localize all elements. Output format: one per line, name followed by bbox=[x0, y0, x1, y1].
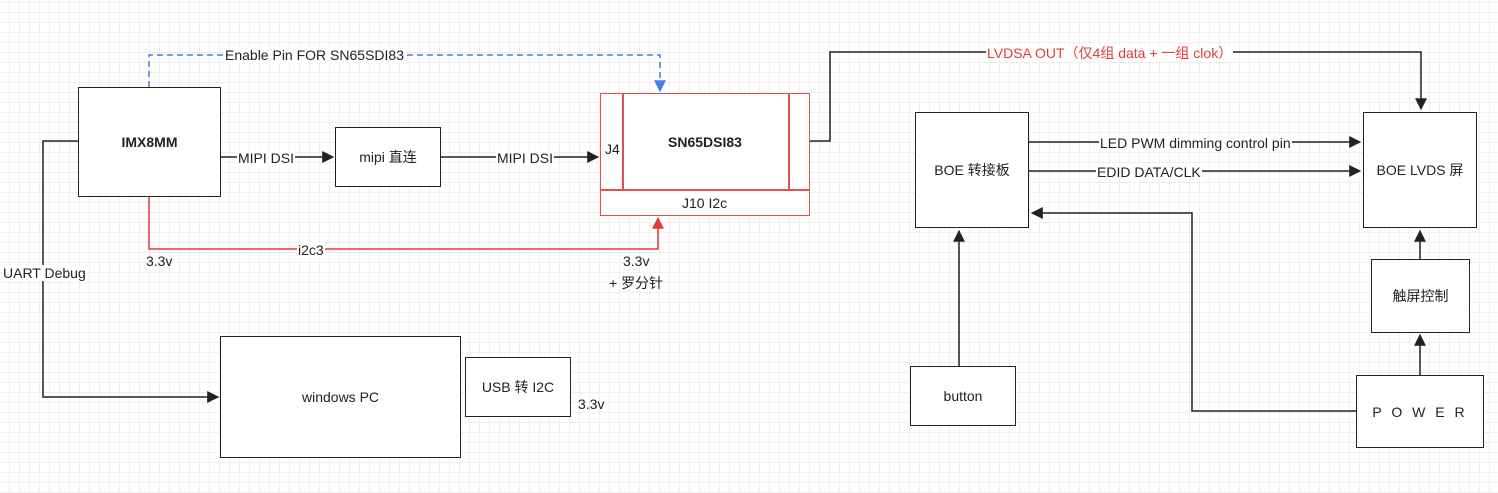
mipi-direct-box: mipi 直连 bbox=[335, 127, 441, 187]
power-box: P O W E R bbox=[1356, 375, 1484, 448]
touch-ctrl-label: 触屏控制 bbox=[1392, 288, 1449, 304]
mipi-dsi-label-2: MIPI DSI bbox=[496, 150, 555, 166]
usb-i2c-label: USB 转 I2C bbox=[481, 379, 555, 395]
uart-debug-label: UART Debug bbox=[2, 265, 87, 281]
j10-label: J10 I2c bbox=[682, 195, 728, 211]
j4-label: J4 bbox=[605, 141, 620, 157]
sn65dsi83-box: SN65DSI83 bbox=[600, 93, 810, 216]
lvdsa-out-label: LVDSA OUT（仅4组 data + 一组 clok） bbox=[986, 45, 1234, 61]
boe-adapter-box: BOE 转接板 bbox=[915, 112, 1029, 228]
button-label: button bbox=[943, 388, 983, 404]
windows-pc-label: windows PC bbox=[301, 389, 380, 405]
imx8mm-box: IMX8MM bbox=[78, 87, 221, 197]
v33-right-label: 3.3v bbox=[623, 253, 650, 269]
sn65-right-divider bbox=[788, 93, 790, 190]
usb-i2c-box: USB 转 I2C bbox=[465, 357, 571, 417]
mipi-direct-label: mipi 直连 bbox=[359, 149, 417, 165]
boe-adapter-label: BOE 转接板 bbox=[934, 162, 1010, 178]
sn65dsi83-label: SN65DSI83 bbox=[668, 134, 742, 150]
i2c3-wire bbox=[148, 197, 664, 250]
power-label: P O W E R bbox=[1372, 403, 1468, 420]
edid-label: EDID DATA/CLK bbox=[1096, 164, 1202, 180]
enable-pin-wire bbox=[148, 54, 666, 93]
boe-lvds-label: BOE LVDS 屏 bbox=[1376, 162, 1464, 178]
led-pwm-label: LED PWM dimming control pin bbox=[1099, 135, 1292, 151]
sn65-bottom-divider bbox=[600, 189, 810, 191]
enable-pin-label: Enable Pin FOR SN65SDI83 bbox=[224, 47, 405, 63]
button-box: button bbox=[910, 366, 1016, 426]
lvdsa-out-wire bbox=[810, 51, 1427, 142]
luofen-label: + 罗分针 bbox=[609, 275, 664, 291]
imx8mm-label: IMX8MM bbox=[121, 134, 178, 150]
v33-left-label: 3.3v bbox=[146, 253, 173, 269]
boe-lvds-box: BOE LVDS 屏 bbox=[1363, 112, 1477, 228]
windows-pc-box: windows PC bbox=[220, 336, 461, 458]
sn65-left-divider bbox=[622, 93, 624, 190]
v33-usb-label: 3.3v bbox=[578, 396, 605, 412]
i2c3-label: i2c3 bbox=[297, 242, 325, 258]
mipi-dsi-label-1: MIPI DSI bbox=[237, 150, 296, 166]
power-adapter-wire bbox=[1030, 207, 1356, 412]
touch-ctrl-box: 触屏控制 bbox=[1371, 259, 1470, 333]
